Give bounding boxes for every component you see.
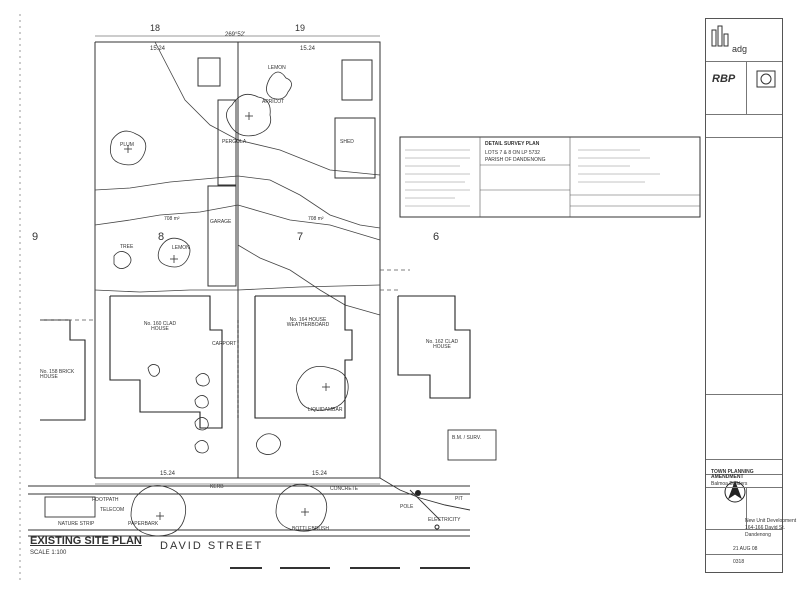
project-line-2: 164-166 David St. [745,525,786,531]
client-name: Balmoa Builders [711,481,748,487]
consultant-logo-icon [756,70,776,88]
pole-marker [415,490,421,496]
label-garage: GARAGE [210,219,232,225]
lot-number-8: 8 [158,231,165,243]
label-tree: TREE [120,244,134,250]
project-line-1: New Unit Development [745,518,797,524]
pit-marker [434,524,440,530]
tree-centres [124,112,330,520]
label-paperbark: PAPERBARK [128,521,159,527]
project-line-3: Dandenong [745,532,771,538]
area-lot-7: 708 m² [308,216,324,222]
label-kerb: KERB [210,484,224,490]
survey-sub-1: LOTS 7 & 8 ON LP 5732 [485,150,540,156]
houses [40,295,471,429]
dim-top-right: 15.24 [300,46,316,52]
survey-box [399,136,701,218]
survey-sub-2: PARISH OF DANDENONG [485,157,546,163]
label-lemon-2: LEMON [172,245,190,251]
lot-number-9: 9 [32,231,39,243]
label-lemon: LEMON [268,65,286,71]
label-pole: POLE [400,504,414,510]
label-electricity: ELECTRICITY [428,517,461,523]
label-house-left: No. 160 CLAD HOUSE [143,321,177,332]
label-bottlebrush: BOTTLEBRUSH [292,526,329,532]
label-nature-strip: NATURE STRIP [58,521,95,527]
label-brick-house: No. 158 BRICK HOUSE [40,369,75,380]
adg-logo-icon [711,25,729,47]
lot-number-18: 18 [150,23,161,33]
outbuildings [197,57,376,287]
label-shed: SHED [340,139,354,145]
street-name: DAVID STREET [160,540,264,552]
dim-bottom-right: 15.24 [312,471,328,477]
label-carport: CARPORT [212,341,237,347]
street-lines [28,429,497,569]
rbp-logo: RBP [712,73,736,85]
area-lot-8: 708 m² [164,216,180,222]
label-liquidambar: LIQUIDAMBAR [308,407,343,413]
plan-title: EXISTING SITE PLAN [30,535,142,547]
neighbour-lines [40,269,410,321]
survey-heading: DETAIL SURVEY PLAN [485,141,540,147]
lot-number-6: 6 [433,231,440,243]
trees [109,71,349,537]
dim-top-left: 15.24 [150,46,166,52]
dim-bottom-left: 15.24 [160,471,176,477]
lot-number-19: 19 [295,23,306,33]
label-house-center: No. 164 HOUSE WEATHERBOARD [286,317,330,328]
label-telecom: TELECOM [100,507,125,513]
label-plum: PLUM [120,142,134,148]
logo-text: adg [732,44,748,54]
job-number: 0318 [733,559,745,565]
label-pit: PIT [455,496,463,502]
label-house-right: No. 162 CLAD HOUSE [425,339,459,350]
lot-number-7: 7 [297,231,304,243]
title-block [705,18,783,573]
contour-lines [94,41,381,316]
drawing-date: 21 AUG 08 [733,546,758,552]
label-concrete: CONCRETE [330,486,359,492]
label-footpath: FOOTPATH [92,497,119,503]
label-apricot: APRICOT [262,99,285,105]
dim-top-bearing: 269°52' [225,32,246,38]
drawing-purpose: TOWN PLANNING AMENDMENT [711,469,754,480]
label-pergola: PERGOLA [222,139,247,145]
plan-scale: SCALE 1:100 [30,550,67,556]
north-arrow-icon [724,480,746,503]
label-bm: B.M. / SURV. [452,435,482,441]
